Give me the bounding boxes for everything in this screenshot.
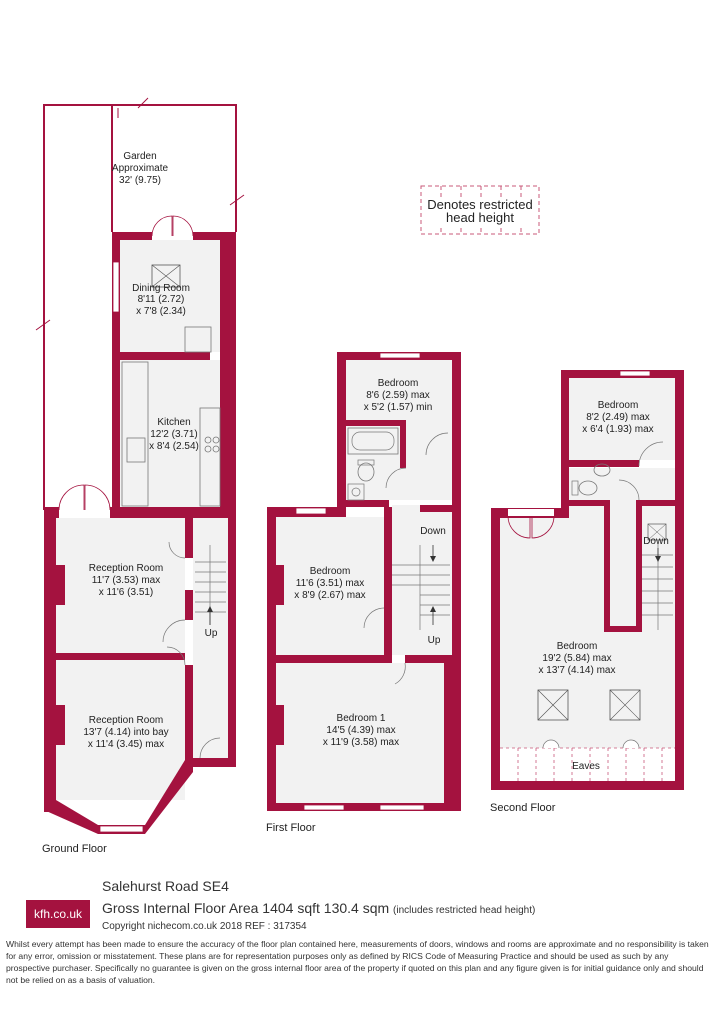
gia-note: (includes restricted head height) [393,905,536,916]
sf-bedroom-large-size-2: x 13'7 (4.14) max [539,665,616,676]
ff-stairs-down: Down [420,526,446,537]
kitchen-size-2: x 8'4 (2.54) [149,441,199,452]
ff-bedroom-mid-size-1: 11'6 (3.51) max [296,578,364,589]
sf-bedroom-large-size-1: 19'2 (5.84) max [542,653,611,664]
property-address: Salehurst Road SE4 [102,878,229,894]
ground-stairs-up: Up [205,628,218,639]
bedroom-1-size-1: 14'5 (4.39) max [326,725,395,736]
first-floor-plan: Bedroom 8'6 (2.59) max x 5'2 (1.57) min … [266,352,461,834]
kitchen-size-1: 12'2 (3.71) [150,429,198,440]
bedroom-1-label: Bedroom 1 [337,713,386,724]
sf-stairs-down: Down [643,536,669,547]
dining-room-label: Dining Room [132,283,190,294]
second-floor-label: Second Floor [490,802,556,814]
garden-boundary [111,104,237,232]
reception-room-2-size-1: 13'7 (4.14) into bay [83,727,168,738]
ff-stairs-up: Up [428,635,441,646]
first-floor-label: First Floor [266,822,316,834]
gia-value: Gross Internal Floor Area 1404 sqft 130.… [102,900,390,916]
ground-floor-label: Ground Floor [42,843,107,855]
dining-room-size-2: x 7'8 (2.34) [136,306,186,317]
restricted-height-legend: Denotes restricted head height [420,185,540,235]
sf-bedroom-small-size-1: 8'2 (2.49) max [586,412,650,423]
reception-room-1-size-1: 11'7 (3.53) max [92,575,160,586]
ff-bedroom-small-size-1: 8'6 (2.59) max [366,390,430,401]
floor-plan: Denotes restricted head height [35,97,684,855]
dining-room-size-1: 8'11 (2.72) [138,294,185,305]
legend-line-1: Denotes restricted [427,197,533,212]
ff-bedroom-mid-size-2: x 8'9 (2.67) max [294,590,365,601]
garden-label: Garden [123,151,156,162]
sf-bedroom-small-size-2: x 6'4 (1.93) max [582,424,653,435]
reception-room-2-size-2: x 11'4 (3.45) max [88,739,164,750]
legend-line-2: head height [446,210,514,225]
sf-bedroom-large-label: Bedroom [557,641,598,652]
bedroom-1-size-2: x 11'9 (3.58) max [323,737,399,748]
gross-internal-area: Gross Internal Floor Area 1404 sqft 130.… [102,900,535,916]
reception-room-1-label: Reception Room [89,563,163,574]
eaves-label: Eaves [572,761,600,772]
ground-floor-plan: Garden Approximate 32' (9.75) Dining Roo… [35,97,245,855]
ff-bedroom-small-label: Bedroom [378,378,419,389]
reception-room-1-size-2: x 11'6 (3.51) [99,587,154,598]
kitchen-label: Kitchen [157,417,190,428]
garden-size: 32' (9.75) [119,175,161,186]
kfh-logo: kfh.co.uk [26,900,90,928]
ff-bedroom-small-size-2: x 5'2 (1.57) min [364,402,433,413]
ff-bedroom-mid-label: Bedroom [310,566,351,577]
second-floor-plan: Bedroom 8'2 (2.49) max x 6'4 (1.93) max … [490,370,684,814]
sf-bedroom-small-label: Bedroom [598,400,639,411]
garden-approx: Approximate [112,163,169,174]
reception-room-2-label: Reception Room [89,715,163,726]
disclaimer: Whilst every attempt has been made to en… [6,939,709,985]
copyright: Copyright nichecom.co.uk 2018 REF : 3173… [102,921,307,932]
